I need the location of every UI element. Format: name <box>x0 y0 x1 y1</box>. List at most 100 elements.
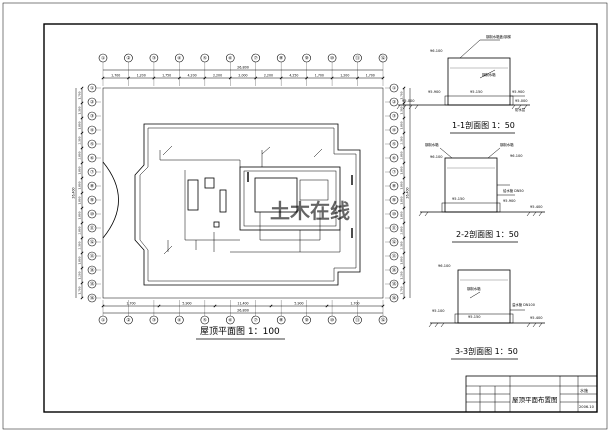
dim-right-tick <box>402 221 406 225</box>
col-axis-bubble-bottom <box>175 315 184 325</box>
row-axis-bubble-right <box>389 153 399 163</box>
dim-top-tick <box>330 76 334 80</box>
row-axis-label-right: ⑥ <box>392 156 396 162</box>
dim-left-value: 1,800 <box>78 121 82 129</box>
section-2-base <box>441 202 501 213</box>
tank-room-inner <box>243 170 337 227</box>
dim-right-tick <box>402 281 406 285</box>
leader-lines <box>162 145 323 255</box>
row-axis-label-right: ⑧ <box>392 184 396 190</box>
dim-right-tick <box>402 86 406 90</box>
dim-right-tick <box>402 191 406 195</box>
dim-bottom-value: 1,700 <box>126 302 135 306</box>
row-axis-bubble-right <box>389 83 399 93</box>
dim-left-value: 1,800 <box>78 211 82 219</box>
dim-left-tick <box>80 86 84 90</box>
dim-left-tick <box>80 206 84 210</box>
section-1-1: 96.100 95.900 95.150 95.000 95.900 95.00… <box>396 34 530 134</box>
row-axis-bubble-right <box>389 167 399 177</box>
row-axis-label-left: ⑦ <box>90 170 94 176</box>
row-axis-bubble-left <box>87 223 97 233</box>
left-curved-wall <box>102 161 119 239</box>
section-3-leaders <box>469 291 525 311</box>
section-3-3: 96.100 95.100 95.150 95.400 钢制水箱 溢水管 DN1… <box>428 264 545 360</box>
dim-left-tick <box>80 176 84 180</box>
roof-outer-outline <box>102 87 384 299</box>
dim-right-value: 2,800 <box>400 151 404 159</box>
section-2-note-1: 钢制水箱 <box>425 142 439 147</box>
col-axis-label-bottom: ⑫ <box>381 317 386 324</box>
row-axis-label-right: ⑮ <box>392 281 397 288</box>
dim-top-value: 4,200 <box>188 74 197 78</box>
col-axis-bubble-top <box>149 53 159 63</box>
dim-bottom-total: 26,800 <box>237 309 249 313</box>
roof-plan <box>102 87 384 299</box>
col-axis-bubble-top <box>276 53 286 63</box>
dim-bottom-value: 5,900 <box>294 302 303 306</box>
row-axis-label-left: ⑧ <box>90 184 94 190</box>
col-axis-bubble-bottom <box>149 315 159 325</box>
pump-box <box>299 179 329 201</box>
section-1-elev-3: 95.150 <box>470 90 483 94</box>
row-axis-bubble-right <box>389 139 399 149</box>
col-axis-label-top: ④ <box>177 56 181 62</box>
section-3-elev-3: 95.150 <box>468 315 481 319</box>
dim-left-tick <box>80 116 84 120</box>
dim-top-value: 1,200 <box>137 74 146 78</box>
col-axis-bubble-bottom <box>98 315 108 325</box>
col-axis-label-bottom: ⑩ <box>330 318 334 324</box>
dim-top-tick <box>356 76 360 80</box>
dim-top-tick <box>177 76 181 80</box>
row-axis-label-right: ① <box>392 86 396 92</box>
section-3-hatch <box>428 322 543 328</box>
col-axis-label-bottom: ① <box>101 318 105 324</box>
dim-left-tick <box>80 266 84 270</box>
row-axis-label-left: ⑬ <box>90 253 95 260</box>
dim-left-tick <box>80 296 84 300</box>
dim-right-value: 2,300 <box>400 241 404 249</box>
dim-left-value: 2,800 <box>78 226 82 234</box>
section-2-elev-4: 95.900 <box>503 199 516 203</box>
col-axis-label-bottom: ⑧ <box>279 318 283 324</box>
dim-right-tick <box>402 266 406 270</box>
dim-top-tick <box>305 76 309 80</box>
dim-bottom-value: 1,700 <box>350 302 359 306</box>
section-1-elev-2: 95.900 <box>428 90 441 94</box>
section-1-elev-5: 95.900 <box>512 90 525 94</box>
col-axis-label-top: ⑨ <box>305 56 309 62</box>
dim-top-value: 2,200 <box>264 74 273 78</box>
row-axis-label-left: ⑫ <box>90 239 95 246</box>
section-2-note-2: 钢制水箱 <box>500 142 514 147</box>
col-axis-bubble-top <box>251 53 261 63</box>
dim-top-tick <box>254 76 258 80</box>
dim-right-tick <box>402 296 406 300</box>
dim-bottom-value: 11,400 <box>237 302 248 306</box>
section-1-elev-4: 95.000 <box>402 99 415 103</box>
dim-top-tick <box>381 76 385 80</box>
row-axis-label-right: ⑪ <box>392 225 397 232</box>
row-axis-label-right: ⑦ <box>392 170 396 176</box>
section-2-2: 96.100 96.100 95.150 95.900 95.400 钢制水箱 … <box>418 142 545 243</box>
dim-top-value: 4,250 <box>289 74 298 78</box>
water-tank <box>254 177 298 213</box>
dim-right-value: 1,800 <box>400 121 404 129</box>
row-axis-bubble-left <box>87 209 97 219</box>
section-2-note-3: 给水管 DN50 <box>503 188 524 193</box>
row-axis-label-left: ⑭ <box>90 267 95 274</box>
row-axis-bubble-left <box>87 293 97 303</box>
col-axis-bubble-top <box>225 53 235 63</box>
dim-right-value: 1,800 <box>400 166 404 174</box>
section-1-title: 1-1剖面图 1：50 <box>452 120 515 130</box>
dim-top-tick <box>152 76 156 80</box>
section-2-elev-3: 95.150 <box>452 197 465 201</box>
watermark-text: 土木在线 <box>270 199 350 223</box>
col-axis-label-bottom: ⑥ <box>228 318 232 324</box>
col-axis-label-top: ⑧ <box>279 56 283 62</box>
dim-left-value: 1,800 <box>78 181 82 189</box>
section-1-note-3: 防水层 <box>515 107 526 112</box>
dim-left-value: 1,800 <box>78 256 82 264</box>
row-axis-bubble-left <box>87 153 97 163</box>
row-axis-bubble-left <box>87 251 97 261</box>
section-2-elev-2: 96.100 <box>510 154 523 158</box>
